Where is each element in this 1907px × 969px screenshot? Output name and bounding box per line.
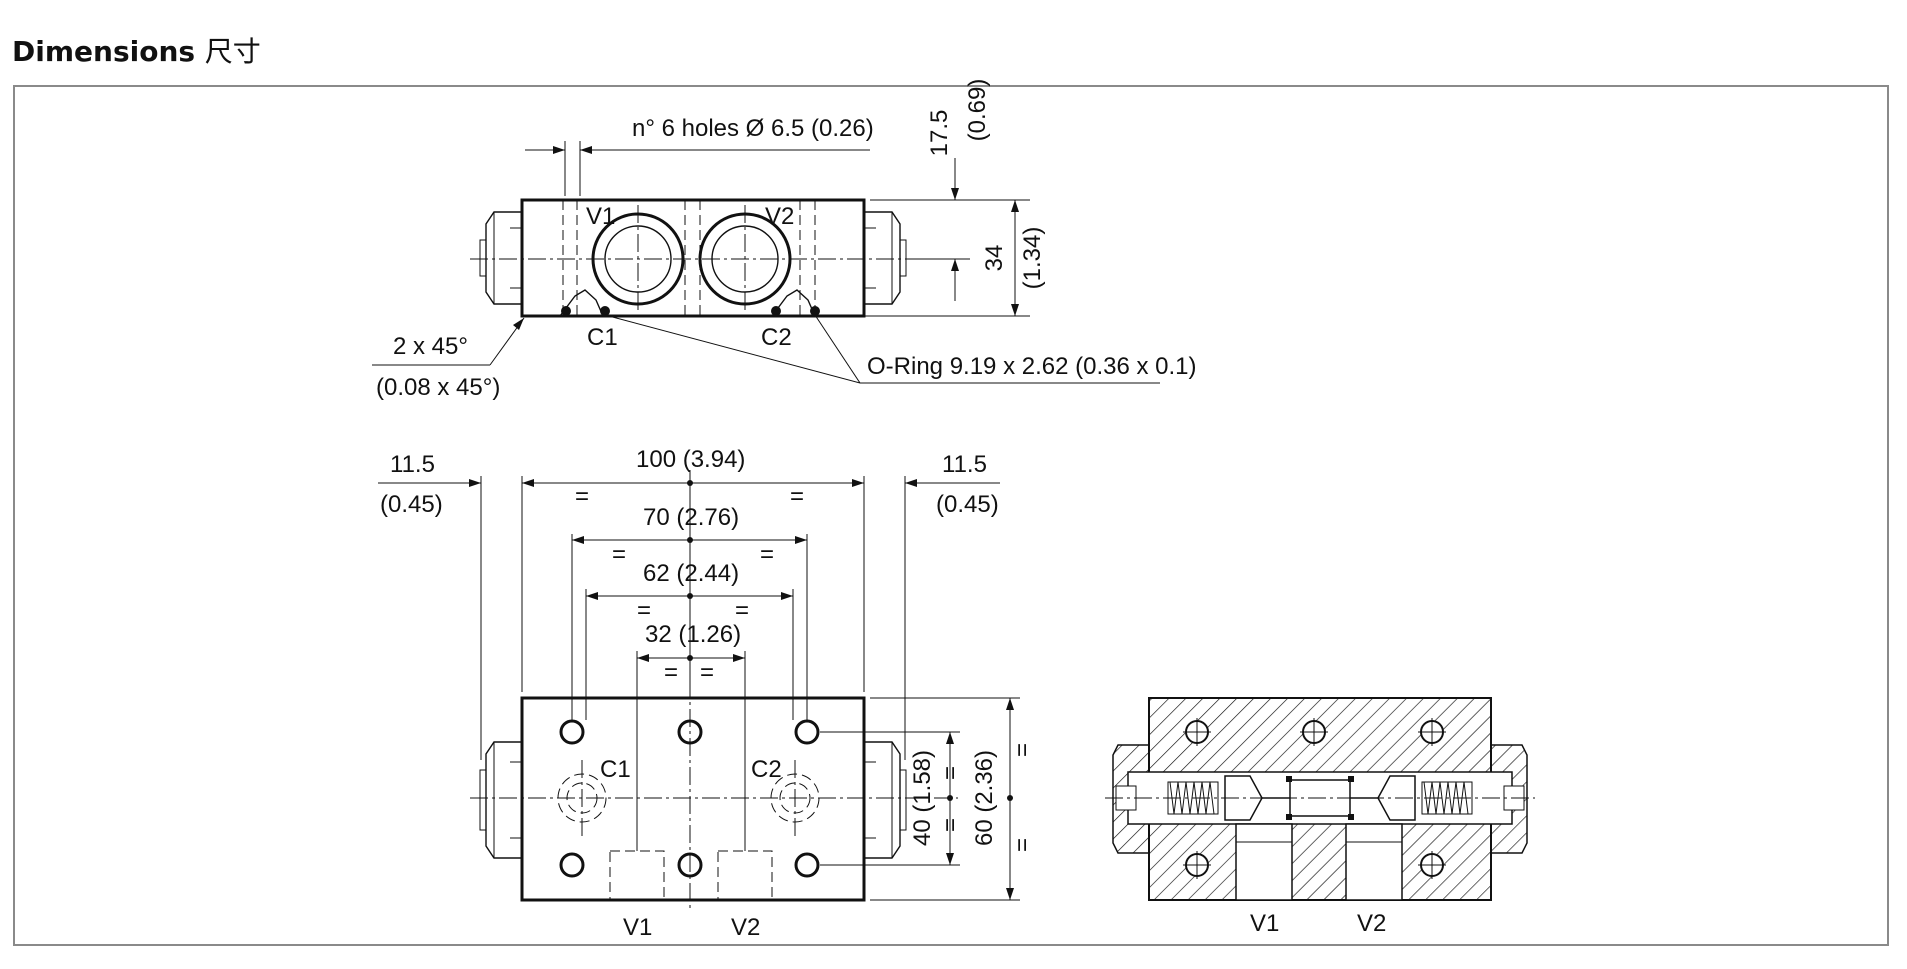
title-text-cn: 尺寸 <box>204 35 261 68</box>
label-dim-100: 100 (3.94) <box>636 446 745 473</box>
eq-100-right: = <box>790 483 804 510</box>
eq-100-left: = <box>575 483 589 510</box>
front-label-v1: V1 <box>623 914 652 941</box>
label-dim-1-34: (1.34) <box>1019 227 1046 290</box>
label-dim-17-5: 17.5 <box>926 110 953 157</box>
front-port-v2 <box>717 850 773 901</box>
label-dim-0-69: (0.69) <box>964 79 991 142</box>
label-dim-0-45-right: (0.45) <box>936 491 999 518</box>
top-label-c2: C2 <box>761 324 792 351</box>
front-plug-right <box>864 741 901 859</box>
front-port-v1 <box>609 850 665 901</box>
eq-32-left: = <box>664 659 678 686</box>
label-dim-62: 62 (2.44) <box>643 560 739 587</box>
front-label-v2: V2 <box>731 914 760 941</box>
eq-62-left: = <box>637 597 651 624</box>
mount-hole-4 <box>559 852 585 878</box>
label-dim-40: 40 (1.58) <box>909 750 936 846</box>
eq-62-right: = <box>735 597 749 624</box>
mount-hole-6 <box>794 852 820 878</box>
mount-hole-3 <box>794 719 820 745</box>
top-plug-right <box>864 211 901 305</box>
label-dim-11-5-left: 11.5 <box>390 451 435 478</box>
front-view: 11.5 (0.45) 11.5 (0.45) 100 (3.94) = = 7… <box>378 446 1036 941</box>
label-dim-34: 34 <box>981 245 1008 272</box>
eq-60-top: = <box>1009 743 1036 757</box>
section-label-v1: V1 <box>1250 910 1279 937</box>
eq-70-left: = <box>612 541 626 568</box>
eq-32-right: = <box>700 659 714 686</box>
eq-40-bottom: = <box>937 818 964 832</box>
eq-40-top: = <box>937 766 964 780</box>
label-dim-0-45-left: (0.45) <box>380 491 443 518</box>
top-plug-left <box>485 211 522 305</box>
top-label-v2: V2 <box>765 203 794 230</box>
label-holes-note: n° 6 holes Ø 6.5 (0.26) <box>632 115 874 142</box>
top-label-v1: V1 <box>586 203 615 230</box>
section-title: Dimensions 尺寸 <box>12 30 261 70</box>
label-dim-11-5-right: 11.5 <box>942 451 987 478</box>
label-oring: O-Ring 9.19 x 2.62 (0.36 x 0.1) <box>867 353 1197 380</box>
front-label-c2: C2 <box>751 756 782 783</box>
front-label-c1: C1 <box>600 756 631 783</box>
label-dim-60: 60 (2.36) <box>971 750 998 846</box>
label-dim-32: 32 (1.26) <box>645 621 741 648</box>
eq-70-right: = <box>760 541 774 568</box>
eq-60-bottom: = <box>1009 838 1036 852</box>
section-view: V1 V2 <box>1105 697 1535 937</box>
title-text: Dimensions <box>12 35 196 68</box>
section-port-v1 <box>1235 823 1293 901</box>
label-dim-70: 70 (2.76) <box>643 504 739 531</box>
top-label-c1: C1 <box>587 324 618 351</box>
drawing-frame <box>13 85 1889 946</box>
top-body <box>520 198 866 318</box>
front-body <box>520 696 866 902</box>
label-chamfer-in: (0.08 x 45°) <box>376 374 500 401</box>
top-view: n° 6 holes Ø 6.5 (0.26) 17.5 (0.69) 34 (… <box>372 79 1197 401</box>
front-plug-left <box>485 741 522 859</box>
mount-hole-1 <box>559 719 585 745</box>
section-label-v2: V2 <box>1357 910 1386 937</box>
label-chamfer: 2 x 45° <box>393 333 468 360</box>
section-port-v2 <box>1345 823 1403 901</box>
